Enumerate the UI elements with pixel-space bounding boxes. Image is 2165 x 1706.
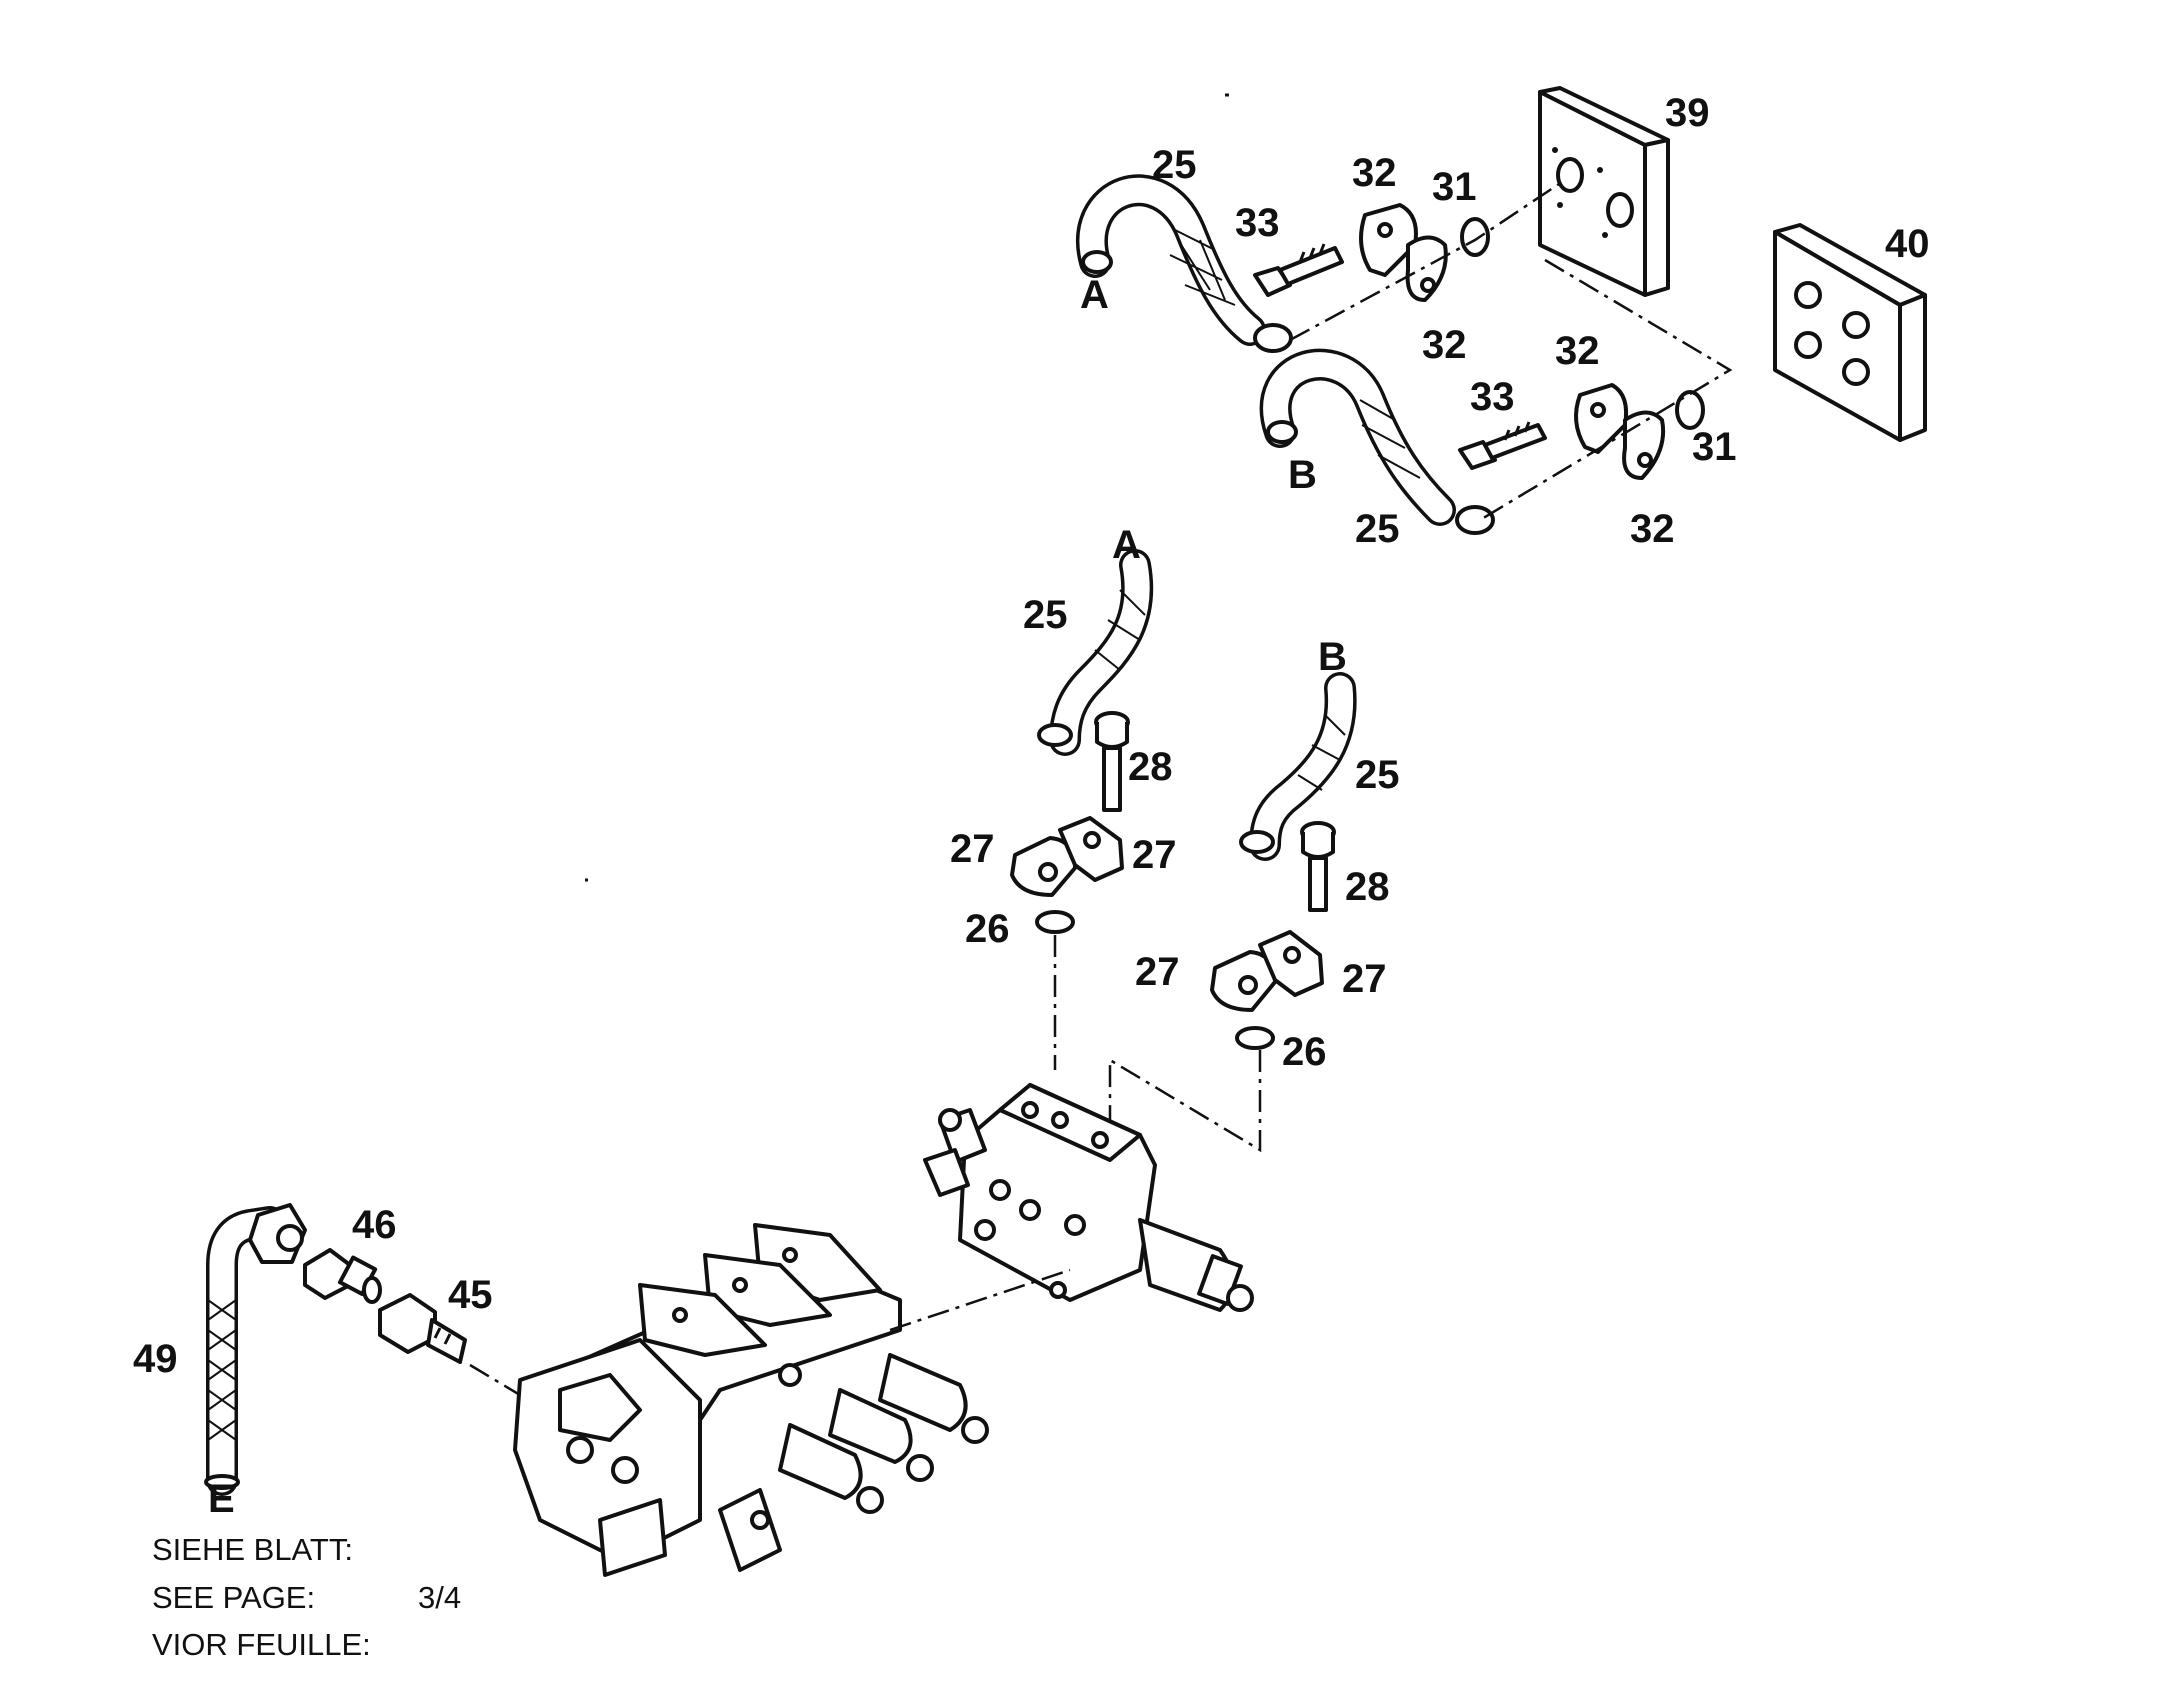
callout-25-upper-b: 25 (1355, 507, 1400, 551)
note-siehe-blatt: SIEHE BLATT: (152, 1532, 353, 1567)
callout-31-lower: 31 (1692, 425, 1737, 469)
callout-25-upper-a: 25 (1152, 143, 1197, 187)
hose-25-middle-b (1239, 672, 1357, 861)
bolt-33-upper (1253, 243, 1344, 297)
bolt-28-b (1300, 821, 1336, 912)
callout-a-middle: A (1112, 523, 1141, 567)
callout-27-b-right: 27 (1342, 957, 1387, 1001)
callout-a-upper: A (1080, 273, 1109, 317)
flange-half-32-upper (1359, 203, 1448, 302)
callout-27-b-left: 27 (1135, 950, 1180, 994)
callout-49: 49 (133, 1337, 178, 1381)
callout-b-middle: B (1318, 635, 1347, 679)
hose-49 (204, 1203, 307, 1496)
note-page-ref: 3/4 (418, 1580, 461, 1615)
callout-33-lower: 33 (1470, 375, 1515, 419)
page-reference-note: SIEHE BLATT: SEE PAGE: 3/4 VIOR FEUILLE: (152, 1532, 461, 1662)
note-see-page: SEE PAGE: (152, 1580, 315, 1615)
flange-half-32-lower (1574, 383, 1666, 480)
callout-26-b: 26 (1282, 1030, 1327, 1074)
hose-25-upper-b (1259, 348, 1495, 535)
callout-e: E (208, 1477, 235, 1521)
callout-46: 46 (352, 1203, 397, 1247)
plate-39 (1538, 86, 1670, 297)
callout-39: 39 (1665, 91, 1710, 135)
callout-45: 45 (448, 1273, 493, 1317)
bolt-33-lower (1458, 421, 1547, 470)
fitting-45 (378, 1293, 467, 1364)
callout-32-lower-bottom: 32 (1630, 507, 1675, 551)
callout-28-b: 28 (1345, 865, 1390, 909)
callout-26-a: 26 (965, 907, 1010, 951)
note-vior-feuille: VIOR FEUILLE: (152, 1627, 371, 1662)
flange-27-b (1210, 930, 1324, 1012)
callout-25-middle-b: 25 (1355, 753, 1400, 797)
callout-32-upper-top: 32 (1352, 151, 1397, 195)
callout-32-lower-top: 32 (1555, 329, 1600, 373)
callout-40: 40 (1885, 222, 1930, 266)
callout-27-a-right: 27 (1132, 833, 1177, 877)
o-ring-31-upper (1460, 217, 1490, 257)
callout-32-upper-bottom: 32 (1422, 323, 1467, 367)
callout-labels: 25 33 32 31 39 40 A 32 32 33 31 B 25 32 … (133, 91, 1930, 1521)
o-ring-31-lower (1675, 390, 1705, 430)
o-ring-26-a (1035, 910, 1075, 934)
bolt-28-a (1094, 711, 1130, 812)
plate-40 (1773, 223, 1927, 442)
callout-31-upper: 31 (1432, 165, 1477, 209)
control-valve-block (513, 1083, 1254, 1577)
callout-25-middle-a: 25 (1023, 593, 1068, 637)
callout-33-upper: 33 (1235, 201, 1280, 245)
upper-hose-assembly (1076, 86, 1927, 535)
hose-25-upper-a (1076, 174, 1293, 353)
callout-27-a-left: 27 (950, 827, 995, 871)
fitting-46 (303, 1248, 382, 1304)
o-ring-26-b (1235, 1026, 1275, 1050)
hose-25-middle-a (1037, 549, 1154, 756)
callout-28-a: 28 (1128, 745, 1173, 789)
middle-hose-assembly (1010, 549, 1357, 1153)
flange-27-a (1010, 816, 1124, 897)
callout-b-upper: B (1288, 453, 1317, 497)
